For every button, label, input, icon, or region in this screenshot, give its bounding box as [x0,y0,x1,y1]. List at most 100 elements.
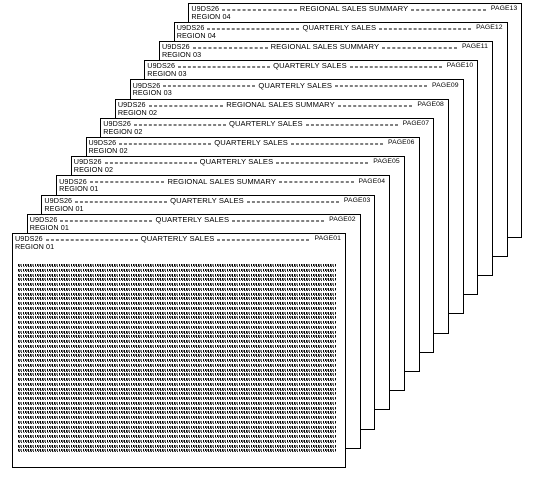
region-label: REGION 01 [59,184,99,194]
header-rule-left [222,9,297,11]
header-rule-left [104,162,197,164]
header-rule-left [178,66,271,68]
region-label: REGION 01 [15,242,55,251]
data-line [18,264,336,267]
report-title: QUARTERLY SALES [228,119,303,129]
region-label: REGION 01 [29,222,69,232]
data-line [18,297,336,301]
report-title: QUARTERLY SALES [170,195,244,205]
report-title: QUARTERLY SALES [273,61,347,71]
region-label: REGION 02 [117,107,158,117]
data-line [18,311,336,315]
header-rule-left [207,28,300,30]
region-label: REGION 01 [44,203,84,213]
report-title: QUARTERLY SALES [199,157,274,167]
data-line [18,449,336,453]
page-header: U9DS26 QUARTERLY SALES PAGE10 REGION 03 [147,62,473,80]
header-rule-left [148,105,224,107]
data-line [18,378,336,381]
data-line [18,392,336,396]
header-rule-left [89,181,165,183]
page-number: PAGE04 [358,177,386,185]
page-header: U9DS26 QUARTERLY SALES PAGE05 REGION 02 [74,158,400,176]
page-header: U9DS26 REGIONAL SALES SUMMARY PAGE13 REG… [191,3,517,23]
report-id: U9DS26 [191,3,220,13]
page-number: PAGE11 [461,43,488,51]
report-id: U9DS26 [176,23,205,33]
data-line [18,354,336,358]
data-line [18,340,336,343]
page-header: U9DS26 REGIONAL SALES SUMMARY PAGE04 REG… [59,177,385,195]
data-line [18,444,336,448]
data-line [18,349,336,353]
data-line [18,306,336,310]
header-rule-right [335,85,428,87]
page-number: PAGE12 [476,24,503,32]
header-rule-right [278,181,354,183]
page-number: PAGE06 [387,139,415,147]
report-title: REGIONAL SALES SUMMARY [299,3,409,13]
data-line [18,287,336,291]
data-line [18,325,336,329]
header-rule-left [163,85,256,87]
data-line [18,406,336,410]
data-line [18,321,336,324]
header-rule-right [337,105,413,107]
report-title: REGIONAL SALES SUMMARY [226,99,335,109]
data-line [18,411,336,415]
data-line [18,397,336,400]
header-rule-right [379,28,472,30]
region-label: REGION 04 [176,30,216,40]
report-id: U9DS26 [15,234,43,244]
page-number: PAGE09 [432,81,459,89]
region-label: REGION 02 [103,126,143,136]
report-title: QUARTERLY SALES [214,138,288,148]
report-title: QUARTERLY SALES [258,80,333,90]
data-line [18,302,336,305]
region-label: REGION 03 [132,88,172,98]
region-label: REGION 02 [73,165,114,175]
data-line [18,363,336,367]
report-id: U9DS26 [88,138,117,148]
data-line [18,368,336,372]
page-number: PAGE02 [329,216,356,224]
page-header: U9DS26 QUARTERLY SALES PAGE02 REGION 01 [30,216,356,234]
header-rule-right [382,47,457,49]
report-id: U9DS26 [147,61,176,71]
report-id: U9DS26 [103,119,131,129]
report-id: U9DS26 [73,157,102,167]
data-line [18,268,336,272]
header-rule-left [119,143,212,145]
page-header: U9DS26 QUARTERLY SALES PAGE01 REGION 01 [15,235,341,253]
header-rule-right [305,124,398,126]
data-line [18,387,336,391]
report-title: REGIONAL SALES SUMMARY [270,42,380,52]
page-header: U9DS26 REGIONAL SALES SUMMARY PAGE11 REG… [162,43,488,61]
data-line [18,273,336,277]
page-header: U9DS26 REGIONAL SALES SUMMARY PAGE08 REG… [117,99,444,119]
page-header: U9DS26 QUARTERLY SALES PAGE12 REGION 04 [177,24,503,42]
data-line [18,316,336,320]
data-line [18,420,336,424]
region-label: REGION 03 [147,69,187,79]
page-number: PAGE08 [417,100,444,108]
header-rule-left [192,47,268,49]
header-rule-right [349,66,442,68]
data-line [18,416,336,419]
region-label: REGION 03 [162,50,202,59]
header-rule-right [276,162,369,164]
header-rule-left [133,124,226,126]
page-header: U9DS26 QUARTERLY SALES PAGE03 REGION 01 [44,195,370,215]
page-number: PAGE10 [446,62,474,70]
header-rule-left [75,201,168,203]
report-id: U9DS26 [44,195,73,205]
data-line [18,330,336,334]
data-line [18,373,336,377]
data-line [18,344,336,348]
report-id: U9DS26 [117,99,146,109]
page-header: U9DS26 QUARTERLY SALES PAGE06 REGION 02 [89,139,415,157]
header-rule-right [246,201,339,203]
data-line [18,425,336,429]
report-title: QUARTERLY SALES [140,234,215,244]
